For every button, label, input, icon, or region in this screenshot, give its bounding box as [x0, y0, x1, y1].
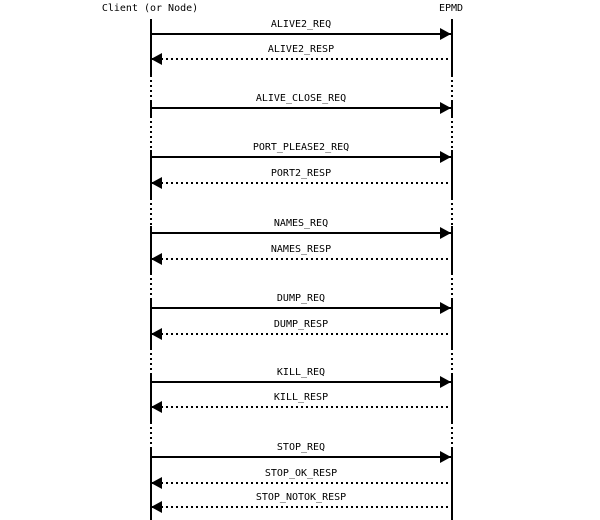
message-line-names-req	[151, 232, 451, 234]
message-label-dump-req: DUMP_REQ	[276, 293, 326, 304]
arrowhead-left-icon	[151, 53, 162, 65]
message-line-alive2-resp	[151, 58, 451, 60]
lifeline-epmd-dotted-segment	[451, 198, 453, 226]
actor-label-client: Client (or Node)	[101, 3, 199, 14]
message-line-alive2-req	[151, 33, 451, 35]
lifeline-client-solid-segment	[150, 102, 152, 116]
arrowhead-left-icon	[151, 253, 162, 265]
message-line-kill-req	[151, 381, 451, 383]
message-label-alive2-req: ALIVE2_REQ	[270, 19, 332, 30]
message-label-kill-req: KILL_REQ	[276, 367, 326, 378]
lifeline-epmd-dotted-segment	[451, 116, 453, 150]
lifeline-client-solid-segment	[150, 226, 152, 273]
message-line-kill-resp	[151, 406, 451, 408]
arrowhead-left-icon	[151, 401, 162, 413]
message-line-stop-notok-resp	[151, 506, 451, 508]
arrowhead-left-icon	[151, 177, 162, 189]
lifeline-client-solid-segment	[150, 300, 152, 348]
message-label-stop-req: STOP_REQ	[276, 442, 326, 453]
lifeline-epmd-dotted-segment	[451, 422, 453, 449]
lifeline-client-dotted-segment	[150, 273, 152, 300]
message-line-stop-ok-resp	[151, 482, 451, 484]
message-line-dump-resp	[151, 333, 451, 335]
message-line-alive-close-req	[151, 107, 451, 109]
lifeline-epmd-solid-segment	[451, 374, 453, 422]
lifeline-client-solid-segment	[150, 374, 152, 422]
lifeline-client-dotted-segment	[150, 422, 152, 449]
lifeline-epmd-solid-segment	[451, 102, 453, 116]
lifeline-epmd-dotted-segment	[451, 75, 453, 102]
message-line-names-resp	[151, 258, 451, 260]
arrowhead-right-icon	[440, 151, 451, 163]
message-label-stop-ok-resp: STOP_OK_RESP	[264, 468, 338, 479]
message-label-kill-resp: KILL_RESP	[273, 392, 329, 403]
lifeline-client-solid-segment	[150, 19, 152, 75]
message-label-names-resp: NAMES_RESP	[270, 244, 332, 255]
message-line-port-please2-req	[151, 156, 451, 158]
message-label-names-req: NAMES_REQ	[273, 218, 329, 229]
arrowhead-left-icon	[151, 477, 162, 489]
arrowhead-right-icon	[440, 227, 451, 239]
lifeline-client-dotted-segment	[150, 116, 152, 150]
message-label-port-please2-req: PORT_PLEASE2_REQ	[252, 142, 350, 153]
actor-label-epmd: EPMD	[438, 3, 464, 14]
message-label-dump-resp: DUMP_RESP	[273, 319, 329, 330]
arrowhead-left-icon	[151, 328, 162, 340]
lifeline-epmd-solid-segment	[451, 300, 453, 348]
lifeline-client-solid-segment	[150, 150, 152, 198]
lifeline-epmd-dotted-segment	[451, 348, 453, 374]
lifeline-epmd-solid-segment	[451, 19, 453, 75]
message-label-stop-notok-resp: STOP_NOTOK_RESP	[255, 492, 347, 503]
arrowhead-right-icon	[440, 28, 451, 40]
message-label-alive-close-req: ALIVE_CLOSE_REQ	[255, 93, 347, 104]
lifeline-epmd-solid-segment	[451, 449, 453, 520]
lifeline-client-dotted-segment	[150, 198, 152, 226]
message-line-stop-req	[151, 456, 451, 458]
arrowhead-right-icon	[440, 102, 451, 114]
arrowhead-right-icon	[440, 302, 451, 314]
lifeline-client-dotted-segment	[150, 348, 152, 374]
lifeline-epmd-dotted-segment	[451, 273, 453, 300]
lifeline-client-dotted-segment	[150, 75, 152, 102]
message-label-port2-resp: PORT2_RESP	[270, 168, 332, 179]
lifeline-epmd-solid-segment	[451, 150, 453, 198]
arrowhead-right-icon	[440, 451, 451, 463]
lifeline-epmd-solid-segment	[451, 226, 453, 273]
message-line-dump-req	[151, 307, 451, 309]
message-label-alive2-resp: ALIVE2_RESP	[267, 44, 335, 55]
arrowhead-right-icon	[440, 376, 451, 388]
message-line-port2-resp	[151, 182, 451, 184]
arrowhead-left-icon	[151, 501, 162, 513]
